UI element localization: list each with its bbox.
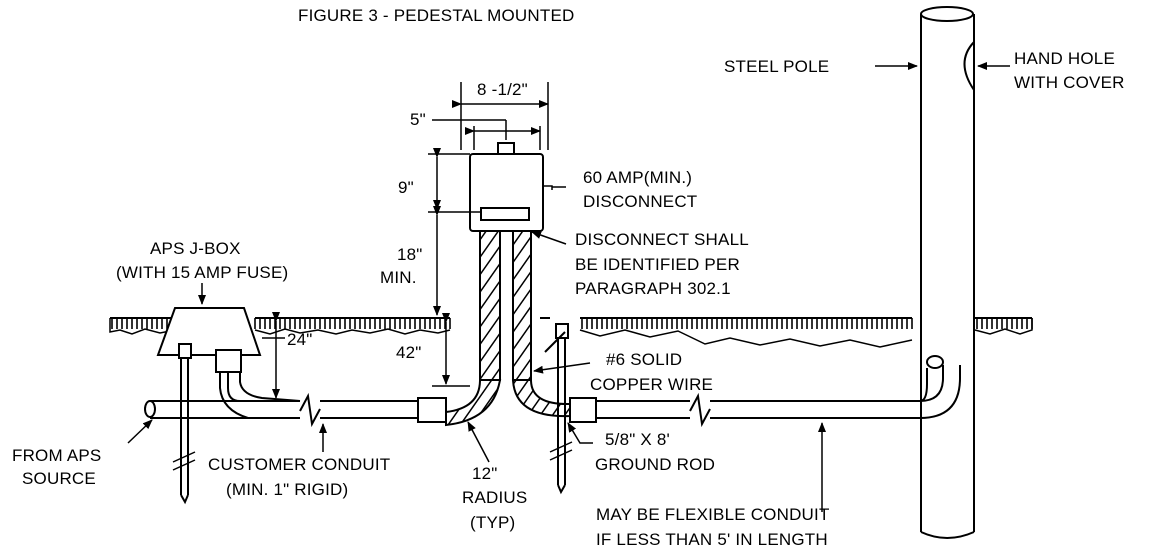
from-aps-label-2: SOURCE [22, 469, 96, 488]
dim-24-label: 24" [287, 330, 313, 349]
flexible-label-1: MAY BE FLEXIBLE CONDUIT [596, 505, 830, 524]
dim-width-label: 8 -1/2" [477, 80, 528, 99]
wire-label-2: COPPER WIRE [590, 375, 713, 394]
dim-9-label: 9" [398, 178, 414, 197]
labels: STEEL POLE HAND HOLE WITH COVER 8 -1/2" … [12, 49, 1125, 549]
dim-42-label: 42" [396, 343, 422, 362]
steel-pole [920, 6, 975, 539]
dim-18-label: 18" [397, 245, 423, 264]
ground-rod-right [544, 323, 573, 495]
dim-min-label: MIN. [380, 268, 417, 287]
wire-label-1: #6 SOLID [606, 350, 682, 369]
customer-conduit-label-2: (MIN. 1" RIGID) [226, 480, 348, 499]
identified-label-1: DISCONNECT SHALL [575, 230, 749, 249]
radius-label-2: RADIUS [462, 488, 527, 507]
hand-hole-label-1: HAND HOLE [1014, 49, 1115, 68]
ground-rod-label-2: GROUND ROD [595, 455, 715, 474]
disconnect-label-2: DISCONNECT [583, 192, 697, 211]
disconnect-label-1: 60 AMP(MIN.) [583, 168, 692, 187]
hand-hole [963, 41, 975, 91]
radius-label-3: (TYP) [470, 513, 515, 532]
dim-5-label: 5" [410, 110, 426, 129]
figure-title: FIGURE 3 - PEDESTAL MOUNTED [298, 6, 575, 25]
jbox-label-1: APS J-BOX [150, 239, 241, 258]
steel-pole-label: STEEL POLE [724, 57, 829, 76]
ground-rod-label-1: 5/8" X 8' [605, 430, 670, 449]
from-aps-label-1: FROM APS [12, 446, 101, 465]
pedestal-conduits [445, 227, 571, 427]
identified-label-2: BE IDENTIFIED PER [575, 255, 740, 274]
identified-label-3: PARAGRAPH 302.1 [575, 279, 731, 298]
radius-label-1: 12" [472, 464, 498, 483]
customer-conduit-label-1: CUSTOMER CONDUIT [208, 455, 390, 474]
disconnect-box [469, 142, 544, 232]
dimension-lines [262, 82, 553, 399]
flexible-label-2: IF LESS THAN 5' IN LENGTH [596, 530, 828, 549]
hand-hole-label-2: WITH COVER [1014, 73, 1125, 92]
ground-rod-left [172, 343, 196, 505]
jbox-label-2: (WITH 15 AMP FUSE) [116, 263, 288, 282]
leader-lines [127, 62, 1010, 512]
